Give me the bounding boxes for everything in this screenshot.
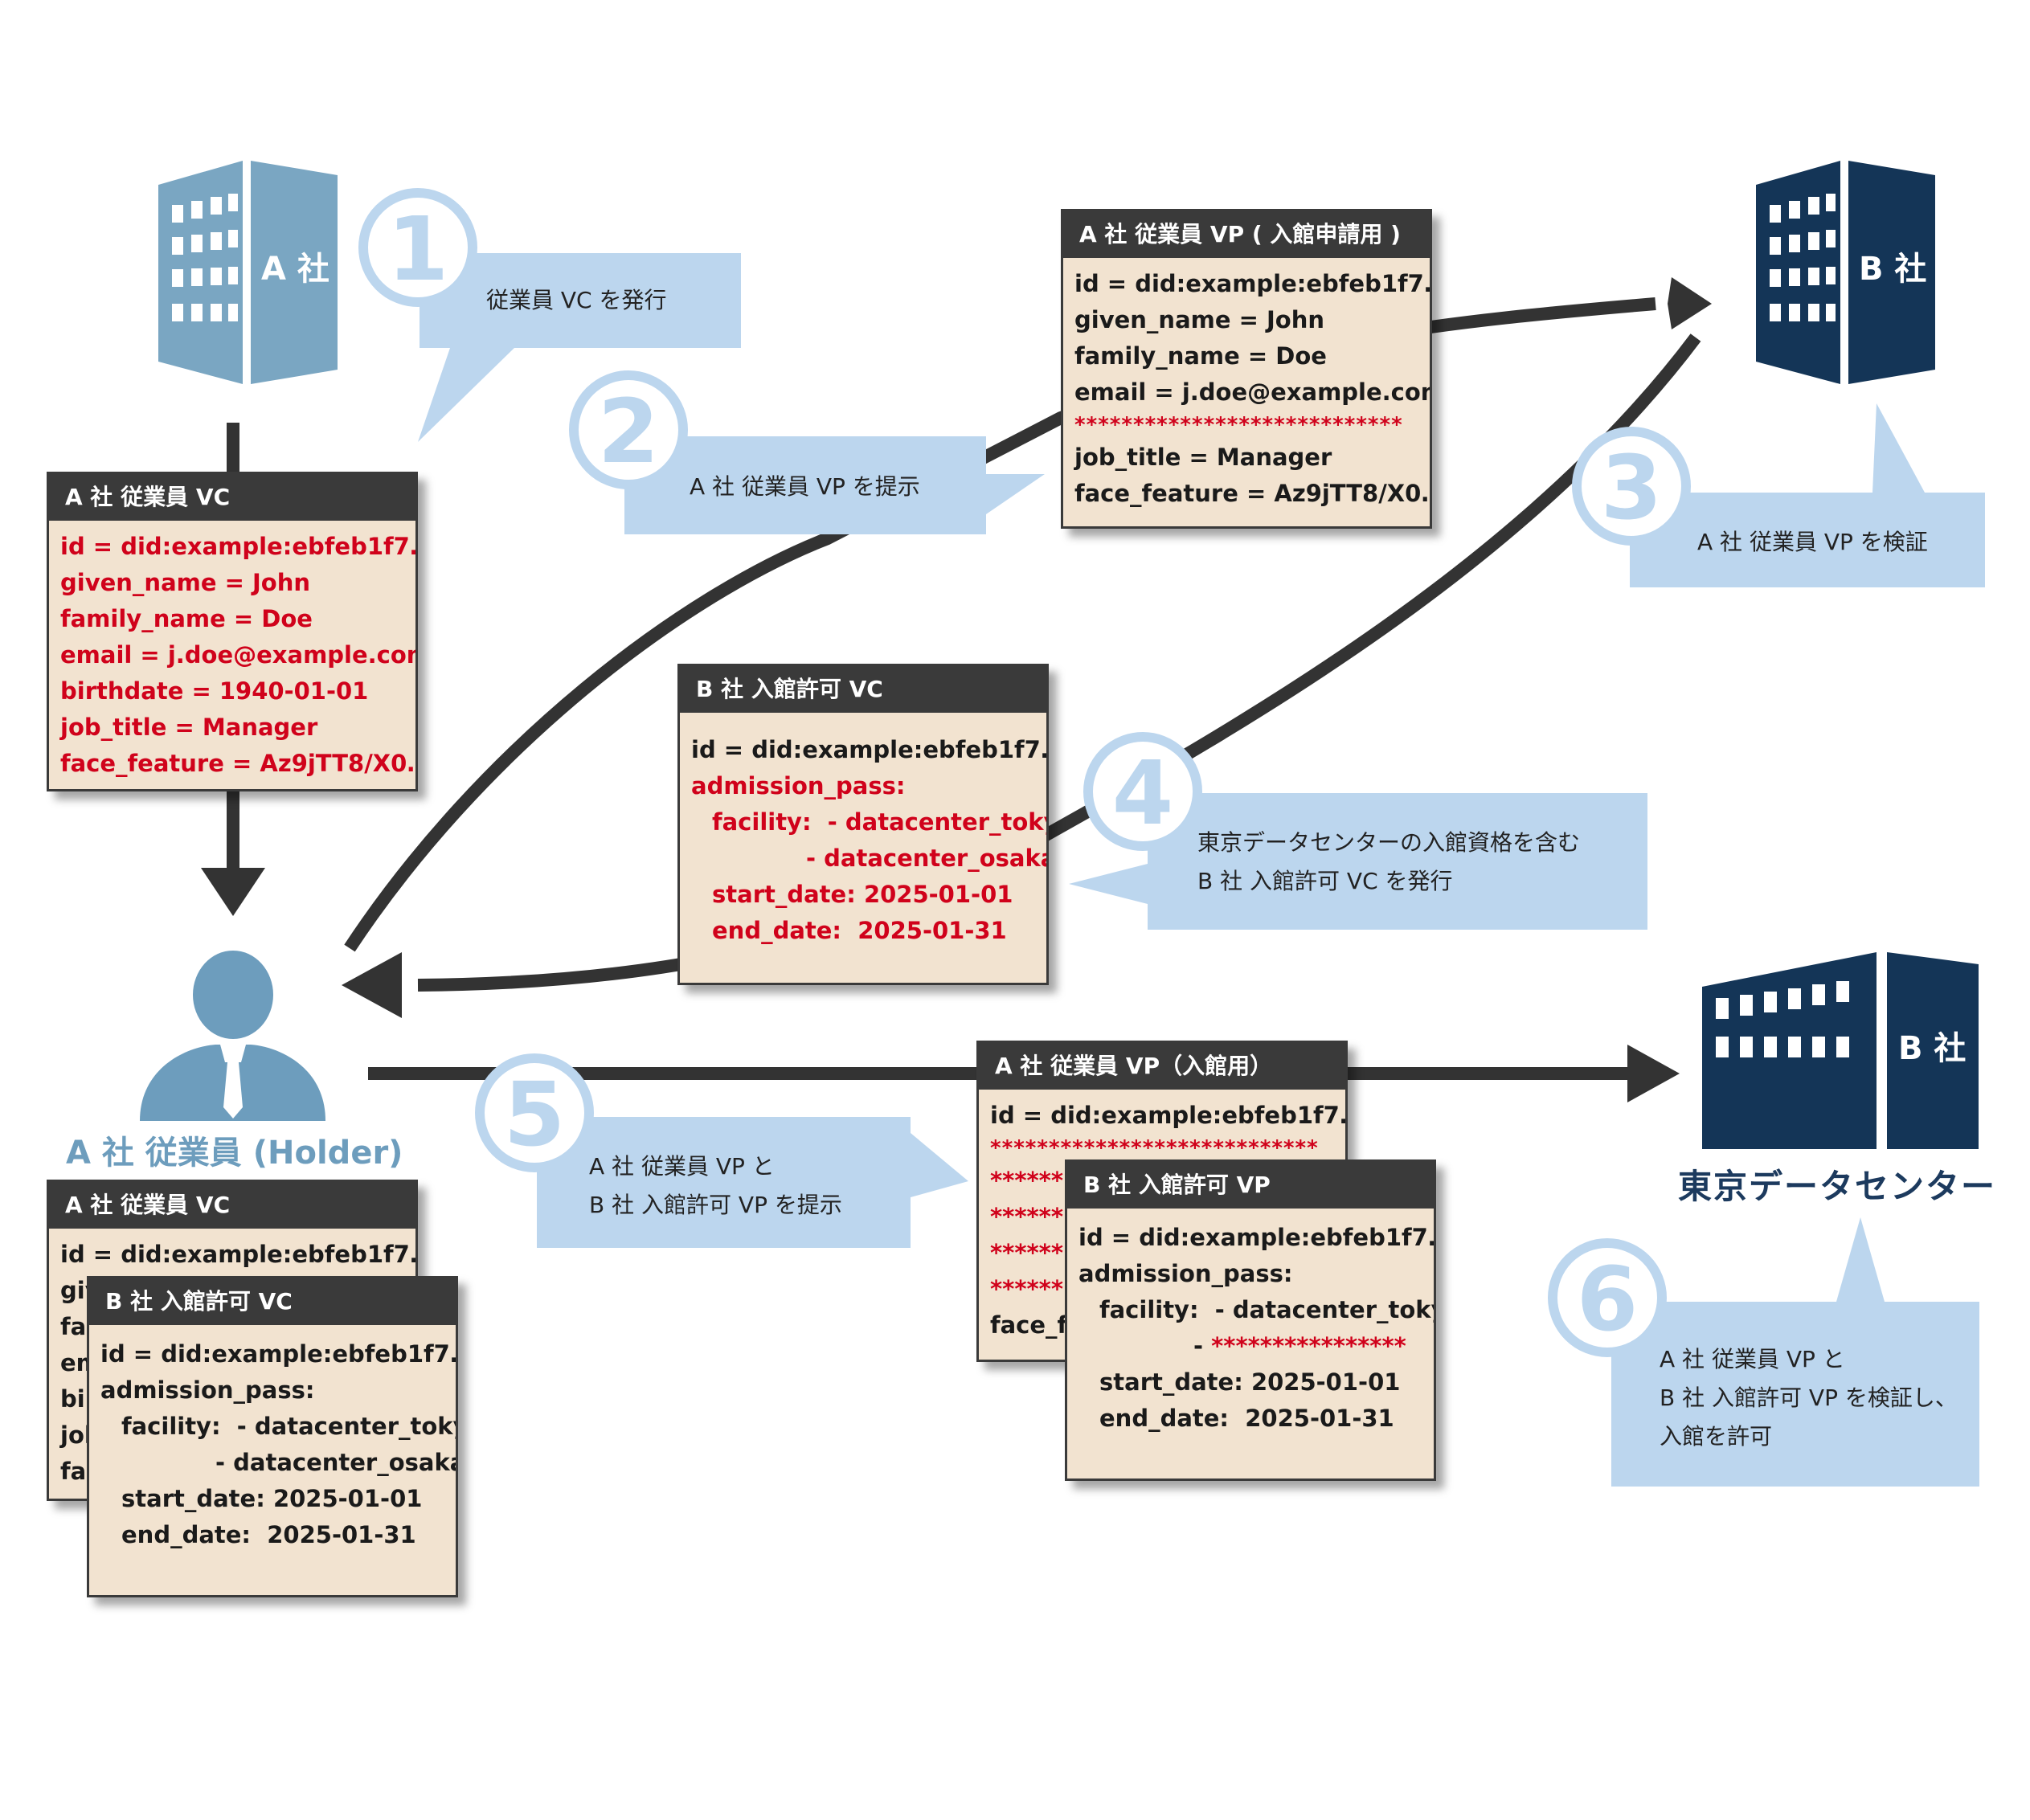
datacenter-label: 東京データセンター: [1678, 1167, 1997, 1206]
field-family-name: family_name = Doe: [1074, 342, 1327, 370]
step-4-badge: 4: [1083, 732, 1202, 851]
field-id: id = did:example:ebfeb1f7…: [1078, 1224, 1436, 1251]
field-facility: facility: - datacenter_tokyo: [121, 1413, 456, 1440]
step-6-text: A 社 従業員 VP と B 社 入館許可 VP を検証し、 入館を許可: [1660, 1346, 1958, 1450]
card-b-admission-vp: B 社 入館許可 VP id = did:example:ebfeb1f7… a…: [1065, 1159, 1436, 1481]
company-b-dc-label: B 社: [1898, 1030, 1966, 1067]
field-admission-pass: admission_pass:: [691, 772, 906, 800]
step-6-number: 6: [1577, 1248, 1639, 1351]
field-facility: facility: - datacenter_tokyo: [712, 808, 1046, 836]
card-b-admission-vc: B 社 入館許可 VC id = did:example:ebfeb1f7… a…: [677, 664, 1049, 985]
step-2-text: A 社 従業員 VP を提示: [690, 473, 920, 500]
callout-4: [1069, 793, 1647, 930]
card-title: B 社 入館許可 VC: [89, 1278, 456, 1325]
field-start-date: start_date: 2025-01-01: [121, 1485, 423, 1512]
card-holder-b-vc: B 社 入館許可 VC id = did:example:ebfeb1f7… a…: [87, 1276, 458, 1597]
building-icon: [158, 161, 338, 384]
field-id: id = did:example:ebfeb1f7…: [60, 1241, 418, 1268]
field-given-name: given_name = John: [1074, 306, 1325, 333]
masked-field: ******: [990, 1275, 1063, 1303]
card-title: A 社 従業員 VP ( 入館申請用 ): [1063, 211, 1430, 258]
field-facility: facility: - datacenter_tokyo: [1099, 1296, 1434, 1323]
step-3-badge: 3: [1572, 427, 1691, 546]
field-admission-pass: admission_pass:: [1078, 1260, 1293, 1287]
field-email: email = j.doe@example.com: [1074, 378, 1432, 406]
step-6-badge: 6: [1548, 1238, 1667, 1357]
step-4-text: 東京データセンターの入館資格を含む B 社 入館許可 VC を発行: [1197, 829, 1581, 894]
step-5-text: A 社 従業員 VP と B 社 入館許可 VP を提示: [589, 1153, 842, 1218]
masked-field: ****************************: [1074, 413, 1403, 437]
arrow-vc-to-holder: [201, 791, 265, 916]
callout-5: [537, 1117, 968, 1248]
arrow-head-to-holder: [342, 952, 402, 1018]
field-id: id = did:example:ebfeb1f7…: [691, 736, 1049, 763]
field-job-title: job_title = Manager: [1074, 444, 1332, 471]
arrow-holder-to-b-present: [344, 297, 1656, 952]
field-facility-2: - datacenter_osaka: [806, 845, 1049, 872]
step-1-badge: 1: [358, 188, 477, 307]
field-id: id = did:example:ebfeb1f7…: [1074, 270, 1432, 297]
company-a-label: A 社: [261, 251, 329, 288]
step-4-number: 4: [1112, 742, 1174, 845]
step-2-number: 2: [598, 380, 660, 483]
card-vp-application: A 社 従業員 VP ( 入館申請用 ) id = did:example:eb…: [1061, 209, 1432, 529]
step-5-number: 5: [504, 1063, 566, 1166]
callout-2: [624, 436, 1045, 534]
building-icon: [1756, 161, 1935, 384]
step-1-number: 1: [387, 198, 449, 301]
step-3-number: 3: [1601, 436, 1663, 539]
step-3-text: A 社 従業員 VP を検証: [1697, 529, 1928, 555]
field-start-date: start_date: 2025-01-01: [1099, 1368, 1401, 1396]
field-email: email = j.doe@example.com: [60, 641, 418, 669]
field-id: id = did:example:ebfeb1f7…: [990, 1102, 1348, 1129]
masked-field: ******: [990, 1239, 1063, 1266]
field-end-date: end_date: 2025-01-31: [712, 917, 1007, 944]
masked-field: ****************: [1211, 1332, 1406, 1360]
callout-1: [418, 253, 741, 442]
field-job-title: job_title = Manager: [60, 714, 318, 741]
field-face-feature: face_feature = Az9jTT8/X0…: [60, 750, 418, 777]
field-facility-2: - ****************: [1193, 1332, 1406, 1360]
holder-label: A 社 従業員 (Holder): [66, 1135, 403, 1172]
arrow-head-to-b-2: [1668, 304, 1712, 329]
company-b-label: B 社: [1859, 251, 1926, 288]
step-1-text: 従業員 VC を発行: [486, 287, 667, 313]
step-2-badge: 2: [569, 370, 688, 489]
field-facility-2: - datacenter_osaka: [215, 1449, 458, 1476]
callout-3: [1630, 403, 1985, 587]
person-icon: [140, 951, 325, 1121]
step-5-badge: 5: [475, 1053, 594, 1172]
field-end-date: end_date: 2025-01-31: [121, 1521, 416, 1548]
card-a-employee-vc: A 社 従業員 VC id = did:example:ebfeb1f7… gi…: [47, 472, 418, 791]
field-face-feature: face_feature = Az9jTT8/X0…: [1074, 480, 1432, 507]
field-given-name: given_name = John: [60, 569, 311, 596]
masked-field: ******: [990, 1167, 1063, 1194]
arrow-head-to-dc: [1627, 1045, 1680, 1102]
field-admission-pass: admission_pass:: [100, 1376, 315, 1404]
arrow-head-to-b: [1668, 277, 1712, 304]
field-start-date: start_date: 2025-01-01: [712, 881, 1013, 908]
masked-field: ******: [990, 1203, 1063, 1230]
card-title: B 社 入館許可 VP: [1067, 1162, 1434, 1209]
field-birthdate: birthdate = 1940-01-01: [60, 677, 369, 705]
field-id: id = did:example:ebfeb1f7…: [60, 533, 418, 560]
field-end-date: end_date: 2025-01-31: [1099, 1405, 1394, 1432]
building-icon: [1702, 952, 1979, 1149]
card-title: A 社 従業員 VC: [49, 1182, 415, 1229]
callout-6: [1611, 1217, 1979, 1487]
masked-field: ****************************: [990, 1136, 1319, 1160]
card-title: A 社 従業員 VC: [49, 474, 415, 521]
card-title: A 社 従業員 VP（入館用）: [979, 1043, 1345, 1090]
card-title: B 社 入館許可 VC: [680, 666, 1046, 713]
field-family-name: family_name = Doe: [60, 605, 313, 632]
field-id: id = did:example:ebfeb1f7…: [100, 1340, 458, 1368]
